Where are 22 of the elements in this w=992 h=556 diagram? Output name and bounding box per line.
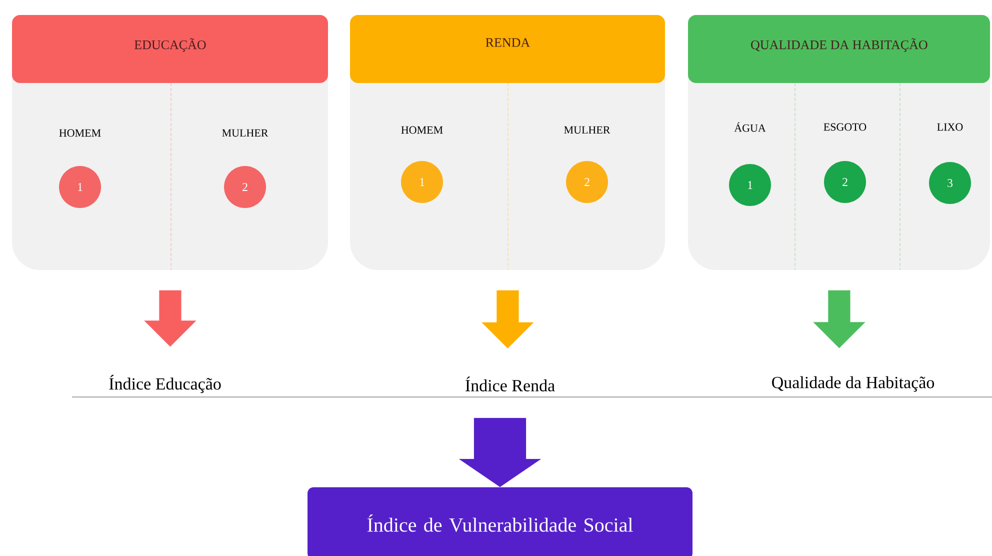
number-badge: 1 bbox=[59, 166, 102, 208]
item-label: ÁGUA bbox=[734, 122, 766, 132]
index-label: Qualidade da Habitação bbox=[772, 376, 934, 392]
result-box: Índice de Vulnerabilidade Social bbox=[308, 487, 692, 556]
number-badge: 2 bbox=[224, 166, 266, 208]
item-label: MULHER bbox=[222, 129, 268, 137]
number-badge: 3 bbox=[929, 162, 971, 204]
block-arrow bbox=[482, 290, 534, 348]
number-badge: 1 bbox=[401, 161, 443, 203]
index-label: Índice Renda bbox=[466, 376, 555, 392]
index-label: Índice Educação bbox=[109, 374, 221, 394]
block-arrow bbox=[144, 290, 196, 347]
number-badge: 2 bbox=[566, 161, 608, 203]
item-label: HOMEM bbox=[401, 126, 443, 134]
item-label: ESGOTO bbox=[824, 123, 866, 131]
item-label: HOMEM bbox=[59, 129, 101, 137]
block-arrow bbox=[458, 418, 542, 488]
item-label: LIXO bbox=[937, 123, 963, 131]
item-label: MULHER bbox=[564, 126, 610, 134]
number-badge: 1 bbox=[729, 164, 771, 206]
block-arrow bbox=[813, 290, 866, 348]
number-badge: 2 bbox=[824, 161, 866, 203]
